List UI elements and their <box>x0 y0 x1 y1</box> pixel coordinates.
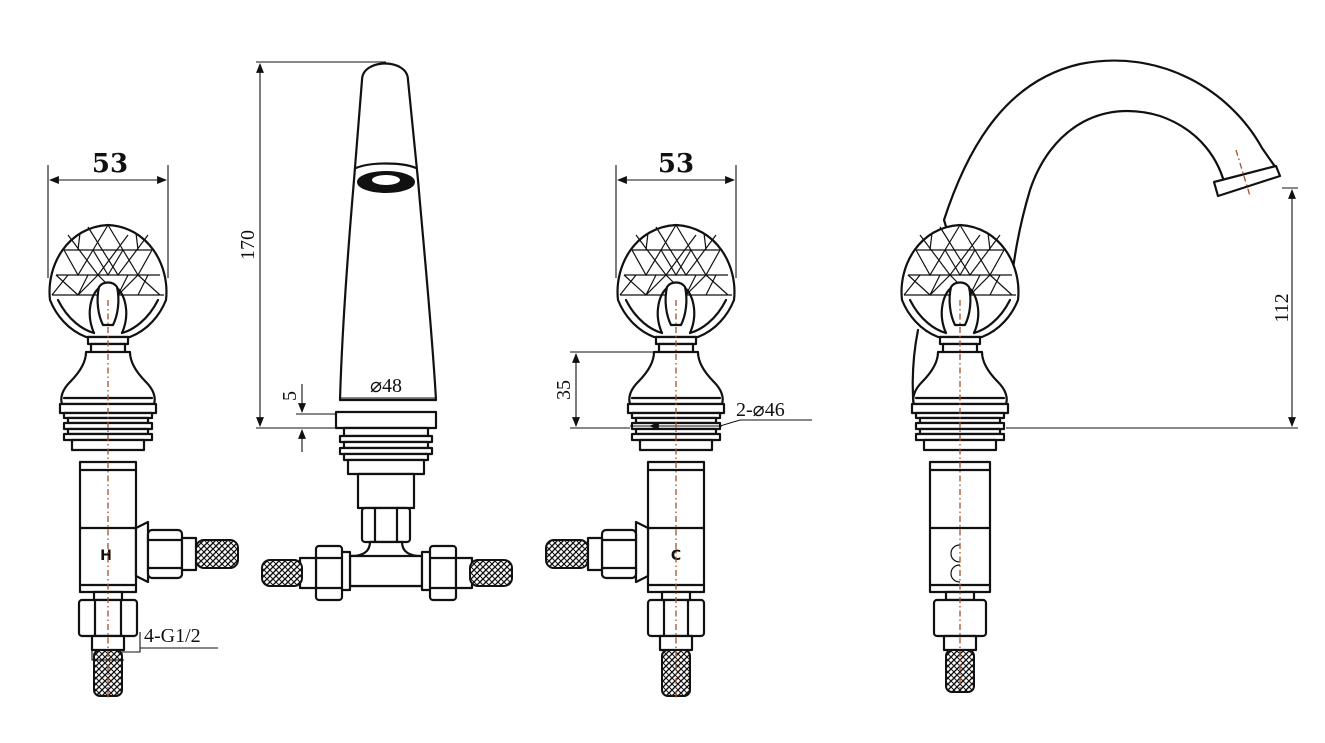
dim-connector-thread: 4-G1/2 <box>144 625 201 647</box>
dim-hole-diameter: 2-⌀46 <box>736 399 785 421</box>
spout-front-assembly: 170 5 ⌀48 <box>237 61 513 602</box>
dim-deck-thickness: 5 <box>279 391 301 401</box>
cold-marker: C <box>671 548 681 564</box>
dim-spout-height: 170 <box>237 230 259 260</box>
dim-handle-height: 35 <box>553 380 575 400</box>
dim-left-handle-width: 53 <box>92 149 128 179</box>
hot-handle-assembly: 53 H 4-G1/2 <box>47 149 239 700</box>
hot-marker: H <box>100 548 112 564</box>
dim-spout-reach-height: 112 <box>1271 293 1293 322</box>
cold-handle-assembly: 53 35 2-⌀46 C <box>545 149 812 700</box>
dim-right-handle-width: 53 <box>658 149 694 179</box>
spout-side-assembly: 112 <box>900 59 1298 693</box>
dim-spout-diameter: ⌀48 <box>370 375 402 397</box>
